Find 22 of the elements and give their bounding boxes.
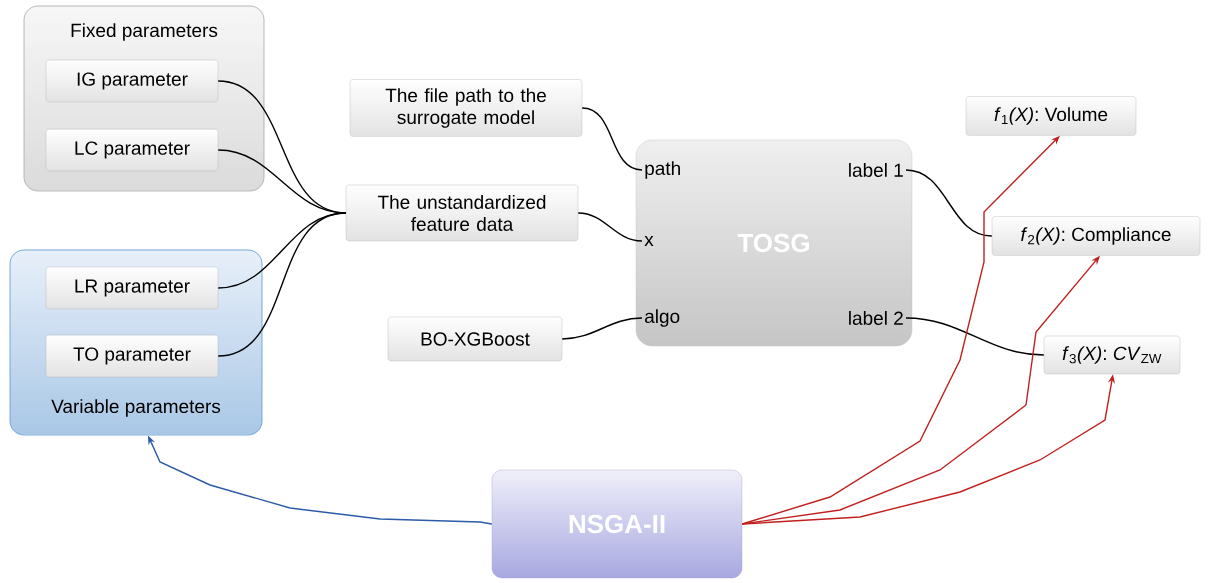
connector	[577, 212, 643, 242]
objective-box: f$_{2}$(X): Compliance	[991, 216, 1201, 256]
input-box: The file path to the surrogate model	[349, 79, 583, 137]
parameter-box: LC parameter	[45, 128, 219, 172]
port-label: algo	[645, 309, 680, 327]
optimizer-box: NSGA-II	[491, 469, 743, 579]
parameter-box: TO parameter	[45, 334, 219, 378]
connector	[905, 317, 1045, 356]
connector	[581, 107, 643, 171]
parameter-box: LR parameter	[45, 266, 219, 310]
objective-box: f$_{1}$(X): Volume	[965, 96, 1137, 136]
port-label: label 2	[849, 311, 903, 325]
input-box: The unstandardized feature data	[345, 184, 579, 242]
connector	[561, 317, 643, 340]
port-label: path	[645, 161, 680, 179]
parameter-box: IG parameter	[45, 59, 219, 103]
port-label: label 1	[849, 163, 903, 177]
input-box: BO-XGBoost	[387, 316, 563, 362]
objective-box: f$_{3}$(X): CV$_{ZW}$	[1043, 335, 1181, 375]
port-label: x	[644, 235, 654, 246]
connector	[905, 169, 993, 237]
connector	[217, 212, 347, 357]
